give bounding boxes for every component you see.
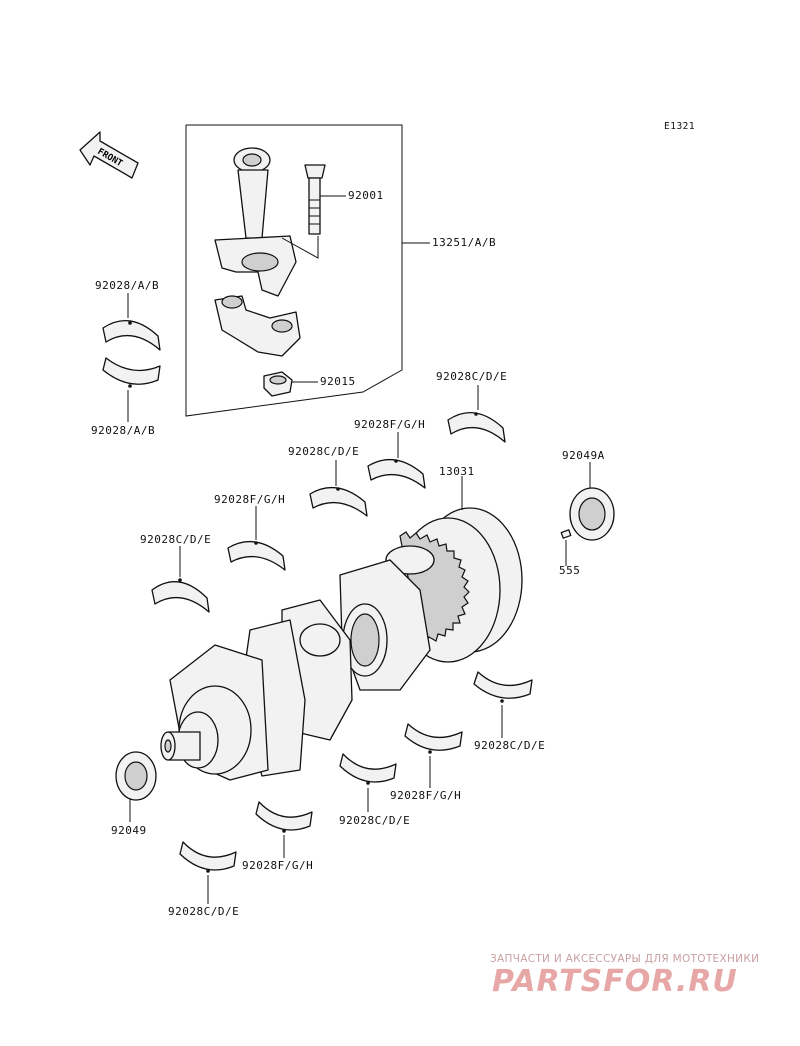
bearing-shell-cde-4 (473, 671, 533, 703)
watermark-tagline: ЗАПЧАСТИ И АКСЕССУАРЫ ДЛЯ МОТОТЕХНИКИ (490, 953, 760, 965)
label-555[interactable]: 555 (559, 564, 581, 577)
bearing-shell-fgh-3 (404, 723, 463, 754)
label-92001[interactable]: 92001 (348, 189, 384, 202)
rod-nut (263, 371, 293, 397)
bearing-shell-ab-top (102, 320, 161, 351)
connecting-rod (214, 147, 297, 297)
label-92028-cde-2[interactable]: 92028C/D/E (288, 445, 360, 458)
rod-cap (214, 295, 301, 357)
label-92028-fgh-4[interactable]: 92028F/G/H (242, 859, 314, 872)
label-92049a[interactable]: 92049A (562, 449, 605, 462)
label-92028-fgh-1[interactable]: 92028F/G/H (354, 418, 426, 431)
oil-seal-92049 (115, 751, 157, 801)
label-92028-cde-1[interactable]: 92028C/D/E (436, 370, 508, 383)
bearing-shell-fgh-1 (367, 459, 426, 489)
watermark-logo: PARTSFOR.RU (492, 964, 738, 999)
rod-bolt (304, 164, 326, 235)
conrod-group-frame (185, 124, 403, 417)
bearing-shell-cde-6 (179, 841, 237, 873)
label-13031[interactable]: 13031 (439, 465, 475, 478)
label-92028-fgh-2[interactable]: 92028F/G/H (214, 493, 286, 506)
bearing-shell-ab-bottom (102, 357, 161, 388)
label-92028-cde-5[interactable]: 92028C/D/E (339, 814, 411, 827)
label-92049[interactable]: 92049 (111, 824, 147, 837)
label-92028-fgh-3[interactable]: 92028F/G/H (390, 789, 462, 802)
label-13251-ab[interactable]: 13251/A/B (432, 236, 497, 249)
label-92028-ab-top[interactable]: 92028/A/B (95, 279, 160, 292)
label-92028-cde-3[interactable]: 92028C/D/E (140, 533, 212, 546)
crankshaft (160, 507, 523, 781)
pin-555 (560, 529, 572, 539)
label-92028-ab-bottom[interactable]: 92028/A/B (91, 424, 156, 437)
bearing-shell-cde-2 (309, 487, 368, 517)
bearing-shell-fgh-2 (227, 541, 286, 571)
label-92015[interactable]: 92015 (320, 375, 356, 388)
label-92028-cde-4[interactable]: 92028C/D/E (474, 739, 546, 752)
label-92028-cde-6[interactable]: 92028C/D/E (168, 905, 240, 918)
front-arrow-icon: FRONT (79, 131, 139, 179)
bearing-shell-cde-1 (447, 412, 506, 443)
bearing-shell-cde-5 (339, 753, 397, 785)
oil-seal-92049a (569, 487, 615, 541)
bearing-shell-cde-3 (151, 578, 210, 613)
bearing-shell-fgh-4 (255, 801, 313, 833)
ref-code: E1321 (664, 121, 696, 132)
